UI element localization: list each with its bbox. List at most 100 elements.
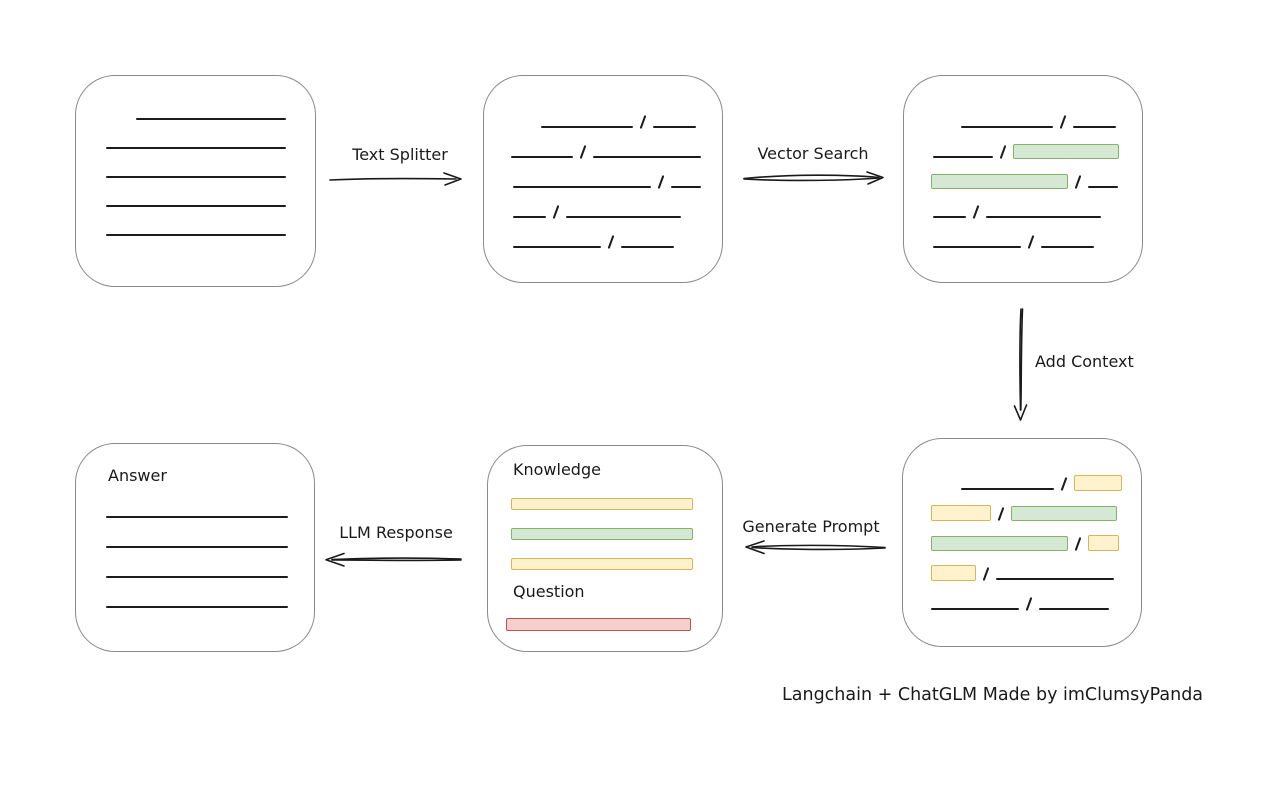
text-line — [1073, 126, 1116, 128]
text-line — [106, 606, 288, 608]
text-line — [513, 186, 651, 188]
green-highlight-chip — [931, 536, 1068, 551]
text-line — [106, 147, 286, 149]
text-line — [1039, 608, 1109, 610]
text-line — [106, 516, 288, 518]
text-line — [106, 546, 288, 548]
slash-separator — [1060, 477, 1068, 491]
sketch-row — [933, 129, 1119, 159]
sketch-row — [136, 92, 286, 121]
sketch-row — [511, 480, 693, 510]
answer-label: Answer — [108, 466, 167, 485]
yellow-highlight-chip — [511, 558, 693, 570]
slash-separator — [1074, 175, 1082, 189]
sketch-row — [931, 491, 1122, 521]
slash-separator — [639, 115, 647, 129]
green-highlight-chip — [1011, 506, 1117, 521]
slash-separator — [1059, 115, 1067, 129]
text-line — [541, 126, 633, 128]
sketch-row — [541, 99, 701, 129]
search-result-lines — [931, 99, 1119, 249]
text-line — [593, 156, 701, 158]
slash-separator — [1027, 235, 1035, 249]
yellow-highlight-chip — [1088, 535, 1119, 551]
sketch-row — [506, 601, 691, 631]
knowledge-bars — [511, 480, 693, 570]
question-bar — [506, 601, 691, 631]
text-line — [961, 126, 1053, 128]
slash-separator — [579, 145, 587, 159]
slash-separator — [552, 205, 560, 219]
generate-prompt-arrow-icon — [745, 540, 886, 555]
text-line — [106, 234, 286, 236]
sketch-row — [106, 549, 288, 579]
add-context-arrow-icon — [1013, 308, 1028, 421]
red-highlight-chip — [506, 618, 691, 631]
sketch-row — [931, 521, 1122, 551]
text-splitter-arrow-icon — [329, 172, 462, 186]
diagram-caption: Langchain + ChatGLM Made by imClumsyPand… — [782, 685, 1204, 705]
sketch-row — [511, 129, 701, 159]
slash-separator — [607, 235, 615, 249]
document-node — [75, 75, 316, 287]
sketch-row — [106, 121, 286, 150]
text-line — [931, 608, 1019, 610]
prompt-node: Knowledge Question — [487, 445, 723, 652]
slash-separator — [657, 175, 665, 189]
slash-separator — [999, 145, 1007, 159]
generate-prompt-label: Generate Prompt — [742, 517, 880, 536]
add-context-label: Add Context — [1035, 352, 1134, 371]
text-line — [996, 578, 1114, 580]
sketch-row — [931, 581, 1122, 611]
chunked-text-lines — [511, 99, 701, 249]
slash-separator — [1074, 537, 1082, 551]
text-line — [1041, 246, 1094, 248]
llm-response-label: LLM Response — [339, 523, 453, 542]
answer-node: Answer — [75, 443, 315, 652]
slash-separator — [1025, 597, 1033, 611]
sketch-row — [961, 461, 1122, 491]
vector-search-result-node — [903, 75, 1143, 283]
text-line — [136, 118, 286, 120]
sketch-row — [106, 150, 286, 179]
text-line — [1088, 186, 1118, 188]
sketch-row — [513, 159, 701, 189]
text-line — [986, 216, 1101, 218]
vector-search-label: Vector Search — [757, 144, 869, 163]
text-line — [106, 176, 286, 178]
sketch-row — [513, 189, 701, 219]
text-line — [566, 216, 681, 218]
text-line — [513, 216, 546, 218]
sketch-row — [106, 489, 288, 519]
text-line — [621, 246, 674, 248]
document-text-lines — [106, 92, 286, 237]
green-highlight-chip — [511, 528, 693, 540]
text-line — [511, 156, 573, 158]
question-label: Question — [513, 582, 585, 601]
sketch-row — [511, 510, 693, 540]
sketch-row — [931, 159, 1119, 189]
green-highlight-chip — [931, 174, 1068, 189]
text-line — [513, 246, 601, 248]
yellow-highlight-chip — [931, 505, 991, 521]
text-line — [933, 156, 993, 158]
slash-separator — [972, 205, 980, 219]
sketch-row — [106, 519, 288, 549]
sketch-row — [931, 551, 1122, 581]
sketch-row — [106, 179, 286, 208]
yellow-highlight-chip — [931, 565, 976, 581]
text-line — [933, 216, 966, 218]
llm-response-arrow-icon — [325, 552, 462, 567]
yellow-highlight-chip — [1074, 475, 1122, 491]
sketch-row — [511, 540, 693, 570]
vector-search-arrow-icon — [743, 171, 884, 185]
answer-text-lines — [106, 489, 288, 609]
sketch-row — [106, 208, 286, 237]
split-chunks-node — [483, 75, 723, 283]
text-line — [671, 186, 701, 188]
sketch-row — [513, 219, 701, 249]
green-highlight-chip — [1013, 144, 1119, 159]
yellow-highlight-chip — [511, 498, 693, 510]
text-line — [933, 246, 1021, 248]
